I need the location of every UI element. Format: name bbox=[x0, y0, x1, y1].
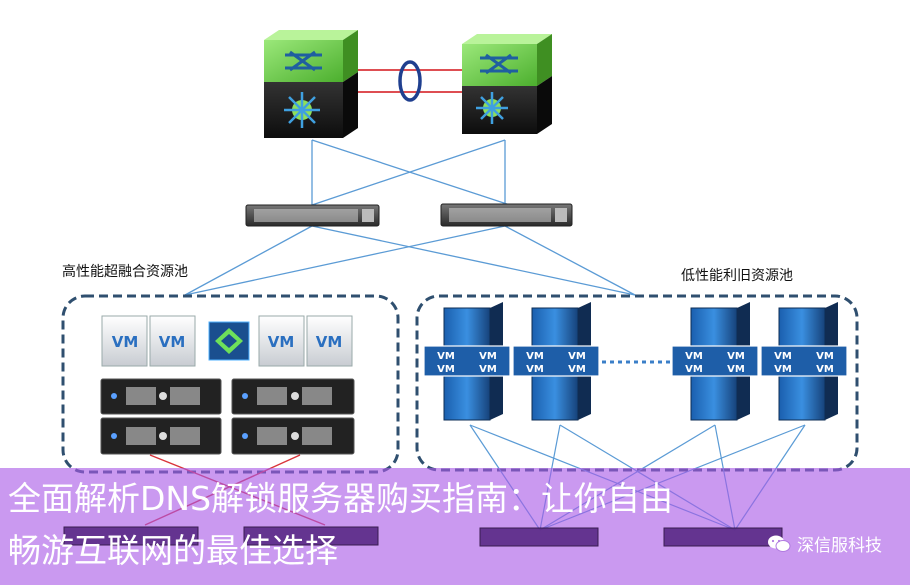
hci-vm-group: VM VM VM VM bbox=[101, 315, 353, 367]
vm-label: VM bbox=[568, 351, 586, 362]
caption-line-2: 畅游互联网的最佳选择 bbox=[8, 531, 338, 570]
vm-label: VM bbox=[568, 364, 586, 375]
vm-label: VM bbox=[685, 351, 703, 362]
router-icon bbox=[285, 50, 322, 72]
multilayer-switch-icon bbox=[476, 92, 508, 124]
vm-label: VM bbox=[526, 364, 544, 375]
vm-label: VM bbox=[159, 333, 186, 351]
wechat-icon bbox=[768, 535, 791, 552]
vm-label: VM bbox=[774, 351, 792, 362]
vm-label: VM bbox=[816, 364, 834, 375]
multilayer-switch-icon bbox=[284, 92, 320, 128]
vm-label: VM bbox=[268, 333, 295, 351]
core-switch-left bbox=[264, 30, 358, 138]
access-switch-left bbox=[245, 204, 380, 227]
hci-pool-label: 高性能超融合资源池 bbox=[62, 264, 188, 280]
access-switch-right bbox=[440, 203, 573, 227]
vm-label: VM bbox=[479, 351, 497, 362]
hypervisor-icon bbox=[208, 321, 250, 361]
caption-line-1: 全面解析DNS解锁服务器购买指南：让你自由 bbox=[8, 479, 674, 518]
legacy-vm-badges: VM VM VM VM VM VM VM VM VM VM VM VM VM VM VM VM bbox=[423, 345, 848, 377]
vm-label: VM bbox=[685, 364, 703, 375]
vm-label: VM bbox=[526, 351, 544, 362]
vm-label: VM bbox=[437, 351, 455, 362]
legacy-pool-label: 低性能利旧资源池 bbox=[681, 268, 793, 284]
vm-label: VM bbox=[727, 364, 745, 375]
watermark: 深信服科技 bbox=[767, 531, 882, 556]
watermark-text: 深信服科技 bbox=[797, 536, 882, 556]
vm-label: VM bbox=[112, 333, 139, 351]
vm-label: VM bbox=[816, 351, 834, 362]
vm-label: VM bbox=[316, 333, 343, 351]
vm-label: VM bbox=[479, 364, 497, 375]
core-uplinks bbox=[311, 139, 511, 206]
vm-label: VM bbox=[727, 351, 745, 362]
router-icon bbox=[480, 53, 518, 75]
pool-uplinks bbox=[184, 225, 636, 296]
hci-server-nodes bbox=[100, 378, 355, 455]
core-switch-right bbox=[462, 34, 552, 134]
vm-label: VM bbox=[437, 364, 455, 375]
stack-link bbox=[357, 60, 462, 102]
vm-label: VM bbox=[774, 364, 792, 375]
